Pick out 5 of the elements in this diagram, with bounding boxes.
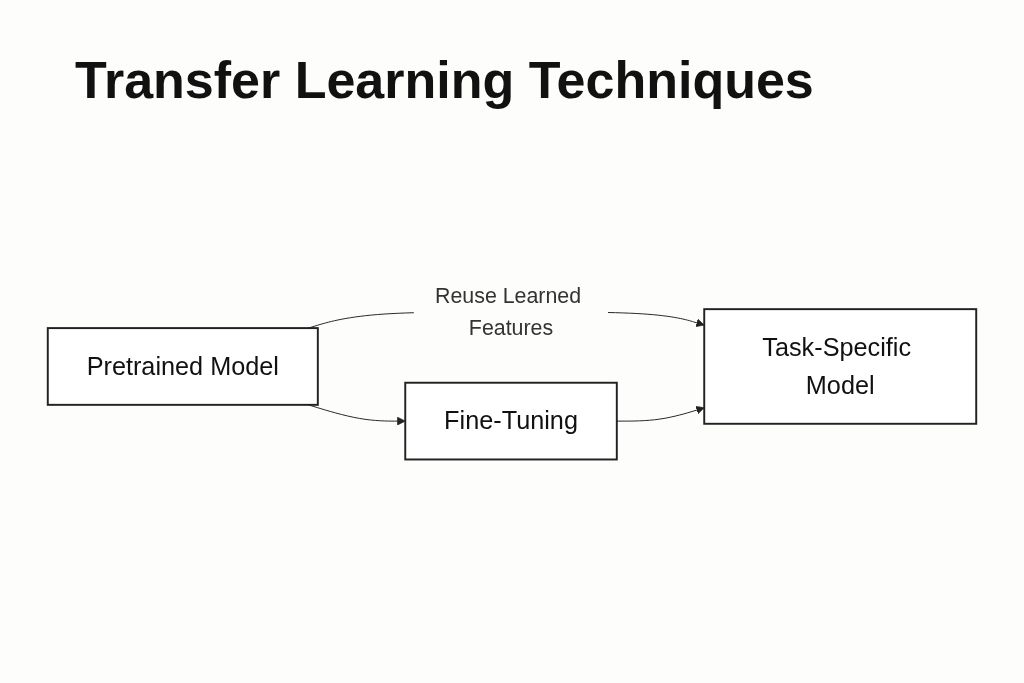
- node-box: Task-Specific Model: [703, 308, 978, 426]
- title: Transfer Learning Techniques: [75, 50, 814, 110]
- node-box: Pretrained Model: [46, 327, 319, 407]
- node-box: Fine-Tuning: [404, 382, 618, 461]
- edge-label: Reuse Learned Features: [434, 284, 582, 341]
